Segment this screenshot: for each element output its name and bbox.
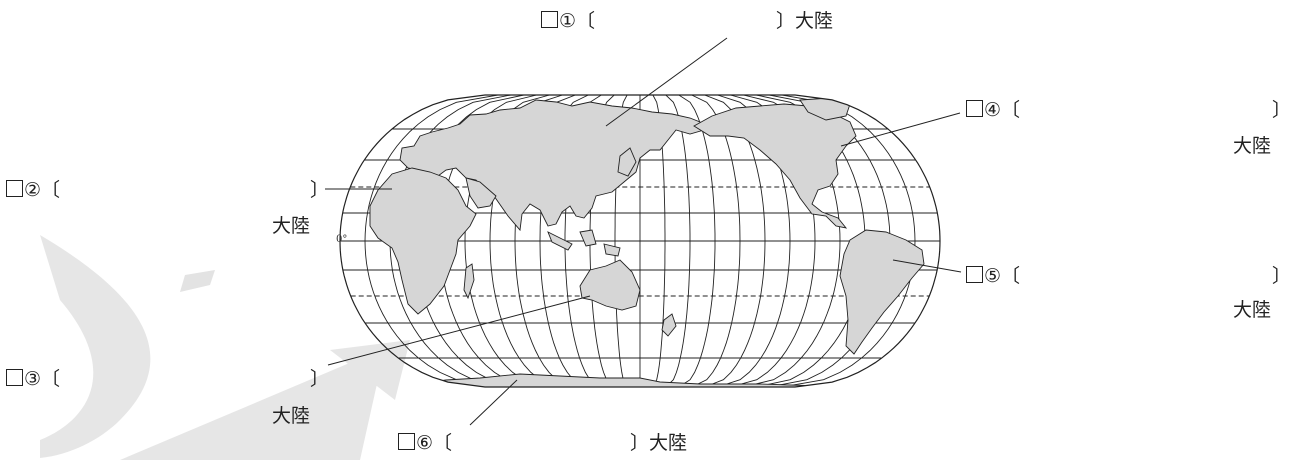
leader-line-6	[469, 379, 518, 426]
label-open-bracket-6: 〔	[433, 432, 453, 454]
longitude-line	[704, 95, 766, 387]
indonesia-islands	[547, 229, 621, 257]
label-open-bracket-4: 〔	[1001, 99, 1021, 121]
label-close-bracket-4: 〕	[1272, 99, 1292, 121]
label-close-bracket-6: 〕	[630, 432, 650, 454]
longitude-line	[782, 95, 916, 387]
madagascar	[463, 263, 475, 300]
label-close-bracket-2: 〕	[310, 179, 330, 201]
label-number-1: ①	[559, 10, 577, 32]
label-open-bracket-3: 〔	[41, 368, 61, 390]
label-number-3: ③	[24, 368, 42, 390]
answer-label-5: ⑤〔	[966, 264, 1020, 288]
longitude-line	[691, 95, 741, 387]
label-suffix-2: 大陸	[272, 215, 311, 237]
australia-landmass	[579, 259, 641, 311]
answer-checkbox-1[interactable]	[541, 11, 558, 28]
watermark-arrow	[120, 340, 410, 460]
label-number-4: ④	[984, 99, 1002, 121]
antarctica-landmass	[340, 373, 940, 387]
label-number-5: ⑤	[984, 265, 1002, 287]
answer-checkbox-4[interactable]	[966, 100, 983, 117]
equator-degree-label: 0°	[336, 234, 348, 245]
label-open-bracket-2: 〔	[41, 179, 61, 201]
answer-checkbox-5[interactable]	[966, 266, 983, 283]
label-suffix-5: 大陸	[1233, 299, 1272, 321]
label-close-bracket-3: 〕	[310, 368, 330, 390]
answer-label-6-close: 〕大陸	[630, 431, 687, 455]
answer-label-4: ④〔	[966, 98, 1020, 122]
answer-label-1: ①〔	[541, 9, 595, 33]
new-zealand	[661, 313, 677, 337]
arabia-peninsula	[465, 177, 497, 209]
longitude-line	[364, 95, 498, 387]
label-number-6: ⑥	[416, 432, 434, 454]
leader-line-4	[840, 112, 961, 147]
leader-line-5	[892, 259, 962, 273]
longitude-line	[678, 95, 716, 387]
south-america-landmass	[839, 229, 925, 355]
answer-label-6: ⑥〔	[398, 431, 452, 455]
label-suffix-6: 大陸	[649, 432, 688, 454]
label-suffix-1: 大陸	[795, 10, 834, 32]
label-close-bracket-1: 〕	[776, 10, 796, 32]
label-close-bracket-5: 〕	[1272, 265, 1292, 287]
landmasses	[340, 97, 940, 387]
north-america-landmass	[693, 103, 857, 229]
watermark-dash	[180, 270, 215, 292]
watermark-curve	[40, 235, 151, 458]
leader-line-3	[327, 295, 591, 366]
label-suffix-3: 大陸	[272, 405, 311, 427]
label-suffix-4: 大陸	[1233, 135, 1272, 157]
leader-lines	[325, 37, 962, 426]
label-number-2: ②	[24, 179, 42, 201]
answer-label-1-close: 〕大陸	[776, 9, 833, 33]
label-open-bracket-1: 〔	[576, 10, 596, 32]
longitude-line	[665, 95, 691, 387]
answer-label-3: ③〔	[6, 367, 60, 391]
africa-landmass	[369, 167, 477, 315]
label-open-bracket-5: 〔	[1001, 265, 1021, 287]
answer-checkbox-6[interactable]	[398, 433, 415, 450]
answer-checkbox-3[interactable]	[6, 369, 23, 386]
leader-line-1	[605, 37, 728, 127]
answer-checkbox-2[interactable]	[6, 180, 23, 197]
answer-label-2: ②〔	[6, 178, 60, 202]
japan-islands	[617, 147, 637, 177]
